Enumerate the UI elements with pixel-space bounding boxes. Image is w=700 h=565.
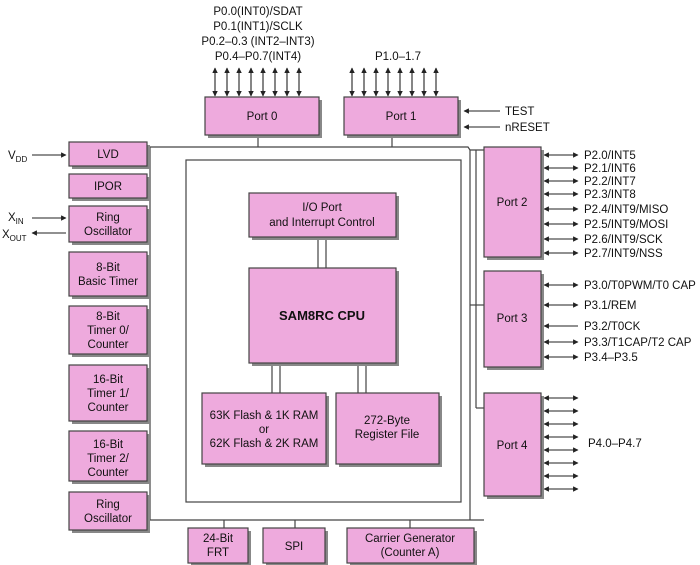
- svg-text:SAM8RC CPU: SAM8RC CPU: [279, 308, 365, 323]
- port2-pin-labels: P2.0/INT5 P2.1/INT6 P2.2/INT7 P2.3/INT8 …: [584, 150, 668, 260]
- inner-bus: [185, 159, 462, 503]
- svg-text:P2.6/INT9/SCK: P2.6/INT9/SCK: [584, 234, 663, 246]
- svg-text:LVD: LVD: [97, 149, 119, 161]
- xin-label: XIN: [8, 212, 24, 226]
- timer2-block: 16-Bit Timer 2/ Counter: [68, 430, 150, 484]
- svg-text:P2.0/INT5: P2.0/INT5: [584, 150, 636, 162]
- svg-text:Basic Timer: Basic Timer: [78, 276, 138, 288]
- svg-text:Counter: Counter: [88, 467, 129, 479]
- svg-text:Carrier Generator: Carrier Generator: [365, 533, 455, 545]
- svg-text:P0.2–0.3 (INT2–INT3): P0.2–0.3 (INT2–INT3): [201, 36, 314, 48]
- vdd-label: VDD: [8, 150, 27, 164]
- svg-text:P3.2/T0CK: P3.2/T0CK: [584, 321, 641, 333]
- svg-text:P2.5/INT9/MOSI: P2.5/INT9/MOSI: [584, 219, 668, 231]
- svg-text:P2.7/INT9/NSS: P2.7/INT9/NSS: [584, 248, 663, 260]
- port1-pin-label: P1.0–1.7: [375, 51, 421, 63]
- svg-text:Ring: Ring: [96, 212, 120, 224]
- svg-text:Timer 0/: Timer 0/: [87, 325, 130, 337]
- svg-text:Ring: Ring: [96, 499, 120, 511]
- test-label: TEST: [505, 106, 534, 118]
- basic-timer-block: 8-Bit Basic Timer: [68, 251, 150, 299]
- svg-text:P2.2/INT7: P2.2/INT7: [584, 176, 636, 188]
- port2-pin-arrows: [543, 152, 579, 256]
- svg-text:Timer 1/: Timer 1/: [87, 388, 130, 400]
- ring-oscillator-2-block: Ring Oscillator: [68, 491, 150, 533]
- svg-text:Port 3: Port 3: [497, 313, 528, 325]
- svg-text:Register File: Register File: [355, 429, 420, 441]
- io-port-block: I/O Port and Interrupt Control: [248, 192, 399, 240]
- svg-text:and Interrupt Control: and Interrupt Control: [269, 217, 374, 229]
- svg-text:P3.4–P3.5: P3.4–P3.5: [584, 352, 638, 364]
- svg-text:Oscillator: Oscillator: [84, 513, 132, 525]
- svg-text:P0.4–P0.7(INT4): P0.4–P0.7(INT4): [215, 51, 301, 63]
- ipor-block: IPOR: [68, 173, 150, 201]
- svg-text:P2.4/INT9/MISO: P2.4/INT9/MISO: [584, 204, 668, 216]
- frt-block: 24-Bit FRT: [187, 527, 251, 565]
- timer1-block: 16-Bit Timer 1/ Counter: [68, 364, 150, 424]
- port3-pin-arrows: [543, 282, 579, 360]
- register-file-block: 272-Byte Register File: [335, 392, 442, 467]
- svg-text:Oscillator: Oscillator: [84, 226, 132, 238]
- svg-text:Timer 2/: Timer 2/: [87, 453, 130, 465]
- svg-text:63K Flash & 1K RAM: 63K Flash & 1K RAM: [210, 410, 319, 422]
- svg-text:FRT: FRT: [207, 547, 229, 559]
- svg-text:P0.0(INT0)/SDAT: P0.0(INT0)/SDAT: [213, 6, 302, 18]
- svg-text:IPOR: IPOR: [94, 181, 122, 193]
- svg-text:16-Bit: 16-Bit: [93, 439, 124, 451]
- svg-text:Port 0: Port 0: [247, 111, 278, 123]
- spi-block: SPI: [262, 527, 328, 565]
- svg-text:16-Bit: 16-Bit: [93, 374, 124, 386]
- svg-text:P3.1/REM: P3.1/REM: [584, 300, 636, 312]
- svg-text:272-Byte: 272-Byte: [364, 415, 410, 427]
- port0-block: Port 0: [204, 96, 322, 138]
- flash-ram-block: 63K Flash & 1K RAM or 62K Flash & 2K RAM: [201, 392, 329, 467]
- lvd-block: LVD: [68, 141, 150, 169]
- port2-block: Port 2: [483, 146, 544, 260]
- svg-text:P2.3/INT8: P2.3/INT8: [584, 189, 636, 201]
- port3-pin-labels: P3.0/T0PWM/T0 CAP P3.1/REM P3.2/T0CK P3.…: [584, 280, 696, 364]
- nreset-label: nRESET: [505, 122, 550, 134]
- svg-text:Port 4: Port 4: [497, 440, 528, 452]
- svg-text:Counter: Counter: [88, 402, 129, 414]
- xout-label: XOUT: [2, 229, 27, 243]
- svg-text:P3.3/T1CAP/T2 CAP: P3.3/T1CAP/T2 CAP: [584, 337, 692, 349]
- svg-text:Port 1: Port 1: [386, 111, 417, 123]
- port3-block: Port 3: [483, 270, 544, 370]
- svg-text:Counter: Counter: [88, 339, 129, 351]
- port1-pin-arrows: [349, 67, 439, 97]
- port0-pin-arrows: [212, 67, 302, 97]
- svg-text:24-Bit: 24-Bit: [203, 533, 234, 545]
- timer0-block: 8-Bit Timer 0/ Counter: [68, 305, 150, 357]
- svg-text:8-Bit: 8-Bit: [96, 311, 120, 323]
- port4-block: Port 4: [483, 392, 544, 499]
- svg-text:8-Bit: 8-Bit: [96, 262, 120, 274]
- bus-top-right: [150, 146, 484, 151]
- svg-text:62K Flash & 2K RAM: 62K Flash & 2K RAM: [210, 438, 319, 450]
- svg-text:SPI: SPI: [285, 541, 304, 553]
- svg-text:P2.1/INT6: P2.1/INT6: [584, 163, 636, 175]
- port4-pin-arrows: [543, 395, 579, 492]
- svg-text:Port 2: Port 2: [497, 197, 528, 209]
- ring-oscillator-1-block: Ring Oscillator: [68, 205, 150, 245]
- port1-block: Port 1: [343, 96, 461, 138]
- port0-pin-labels: P0.0(INT0)/SDAT P0.1(INT1)/SCLK P0.2–0.3…: [201, 6, 314, 63]
- svg-text:P3.0/T0PWM/T0 CAP: P3.0/T0PWM/T0 CAP: [584, 280, 696, 292]
- svg-text:(Counter A): (Counter A): [381, 547, 440, 559]
- svg-text:P0.1(INT1)/SCLK: P0.1(INT1)/SCLK: [213, 21, 303, 33]
- cpu-block: SAM8RC CPU: [248, 267, 399, 366]
- port4-pin-label: P4.0–P4.7: [588, 438, 642, 450]
- svg-text:I/O Port: I/O Port: [302, 202, 342, 214]
- carrier-generator-block: Carrier Generator (Counter A): [346, 527, 477, 565]
- svg-text:or: or: [259, 424, 269, 436]
